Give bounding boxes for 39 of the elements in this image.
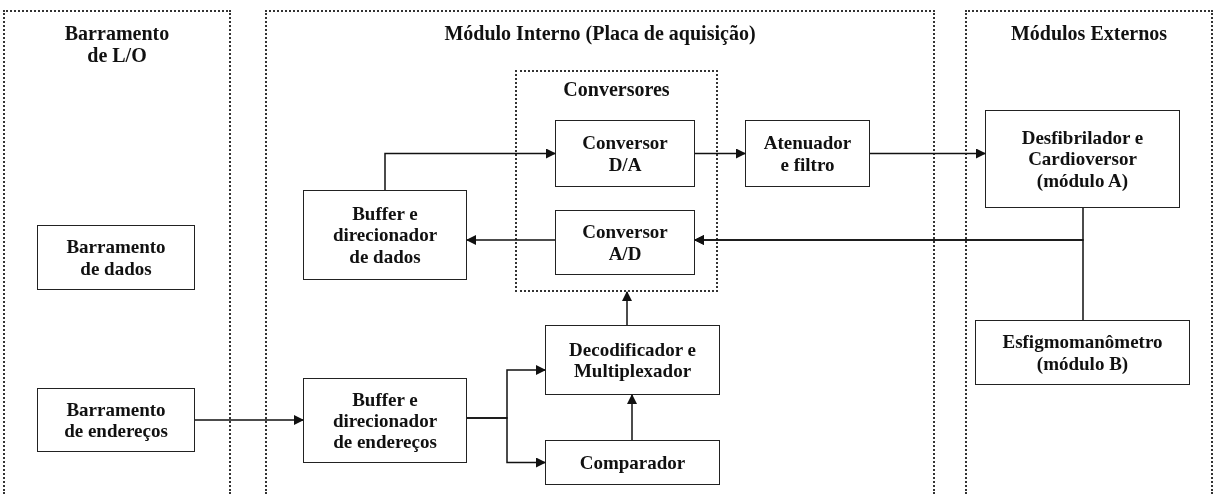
arrow — [466, 417, 546, 468]
arrow — [384, 148, 556, 191]
block-box — [303, 378, 467, 463]
section-panel — [965, 10, 1213, 494]
block-label: Atenuador e filtro — [762, 132, 853, 175]
group-box — [515, 70, 718, 292]
section-title: Barramento de L/O — [63, 22, 171, 67]
block-label: Barramento de dados — [65, 236, 167, 279]
block-label: Buffer e direcionador de endereços — [331, 388, 439, 453]
block-box — [555, 210, 695, 275]
section-title: Módulos Externos — [1010, 22, 1168, 45]
block-box — [37, 225, 195, 290]
arrow — [466, 235, 556, 245]
section-panel — [3, 10, 231, 494]
block-box — [545, 325, 720, 395]
block-label: Barramento de endereços — [63, 398, 169, 442]
arrow — [869, 148, 986, 159]
block-label: Comparador — [579, 451, 686, 474]
block-label: Desfibrilador e Cardioversor (módulo A) — [1020, 127, 1145, 191]
block-box — [555, 120, 695, 187]
block-box — [303, 190, 467, 280]
block-box — [975, 320, 1190, 385]
block-label: Decodificador e Multiplexador — [568, 338, 697, 382]
arrow — [194, 415, 304, 425]
block-label: Conversor D/A — [581, 132, 669, 175]
arrow — [627, 394, 637, 441]
arrow — [694, 148, 746, 159]
block-label: Conversor A/D — [581, 221, 669, 264]
section-panel — [265, 10, 935, 494]
block-box — [545, 440, 720, 485]
block-label: Esfigmomanômetro (módulo B) — [1001, 331, 1164, 374]
arrow — [694, 235, 1084, 321]
section-title: Módulo Interno (Placa de aquisição) — [444, 22, 756, 45]
arrow — [622, 291, 632, 326]
block-box — [985, 110, 1180, 208]
block-box — [37, 388, 195, 452]
block-label: Buffer e direcionador de dados — [331, 203, 439, 267]
block-box — [745, 120, 870, 187]
section-title: Conversores — [563, 78, 670, 101]
